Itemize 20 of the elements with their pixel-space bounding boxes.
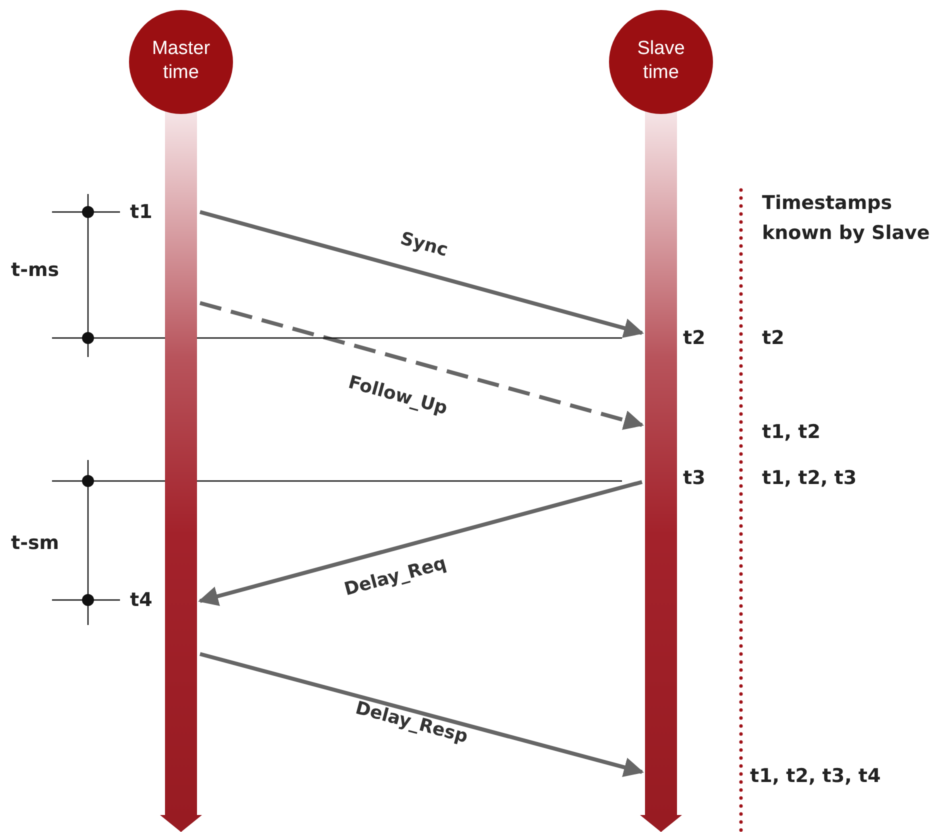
interval-label: t-sm: [11, 532, 60, 554]
time-label: t3: [683, 467, 706, 489]
lifeline-participant: [608, 9, 714, 832]
lifeline-participant: [128, 9, 234, 832]
time-label: t4: [130, 589, 152, 611]
participant-label: Master time: [150, 37, 212, 85]
time-label: t1: [130, 201, 152, 223]
message-arrow: [198, 480, 643, 606]
timestamp-list: t1, t2: [762, 421, 820, 443]
interval-label: t-ms: [11, 259, 60, 281]
participant-label: Slave time: [636, 37, 686, 85]
column-heading: Timestamps known by Slave: [762, 191, 931, 246]
timestamp-list: t1, t2, t3: [762, 467, 857, 489]
message-arrow: [199, 210, 644, 338]
message-arrow: [199, 301, 644, 430]
timestamp-list: t1, t2, t3, t4: [750, 765, 881, 787]
edge-label: Sync: [398, 228, 450, 260]
timestamp-list: t2: [762, 327, 784, 349]
time-label: t2: [683, 327, 706, 349]
message-arrow: [199, 652, 644, 778]
